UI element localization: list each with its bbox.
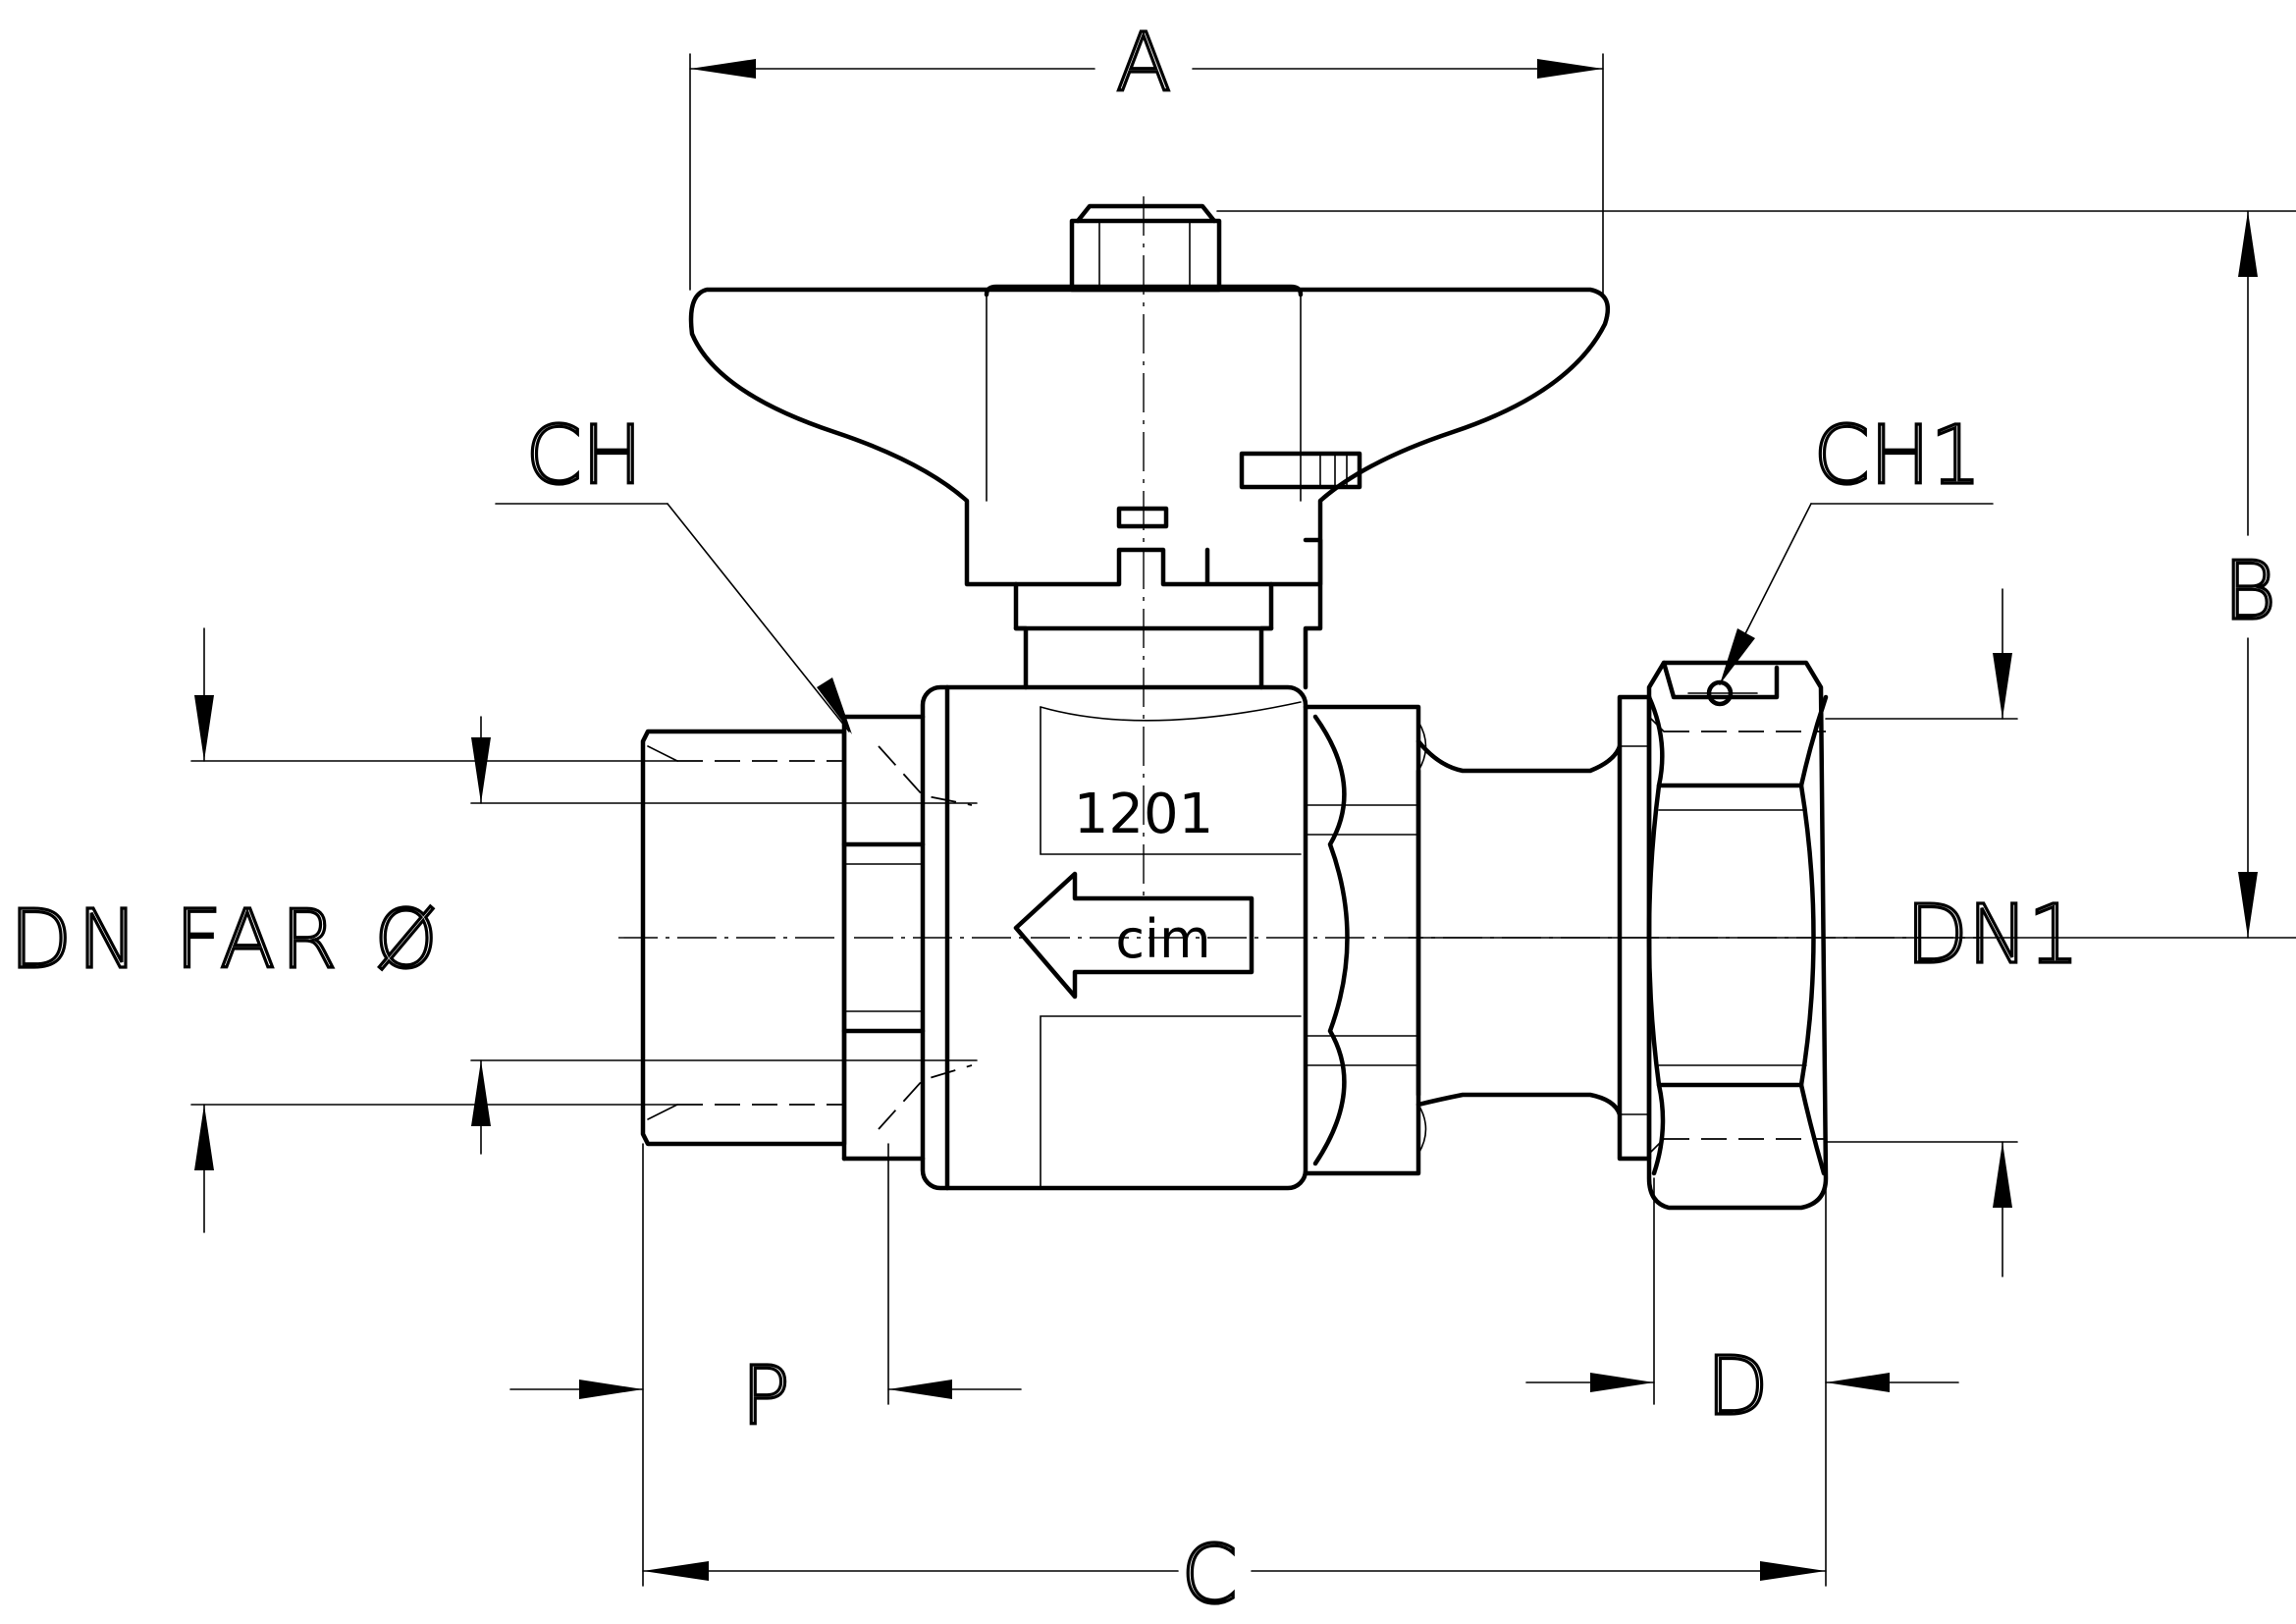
label-DN-FAR: DN FAR Ø (10, 893, 444, 987)
label-CH: CH (526, 409, 643, 503)
male-threaded-end (640, 714, 973, 1162)
model-number-marking: 1201 (1074, 783, 1214, 846)
dimension-DN-left (190, 627, 678, 1233)
body-right-section (1303, 704, 1427, 1176)
leader-CH (495, 503, 852, 734)
label-B: B (2223, 545, 2276, 638)
label-A: A (1116, 17, 1171, 110)
leader-CH1 (1719, 503, 1994, 685)
label-DN1: DN1 (1906, 889, 2080, 982)
dimension-P (509, 1143, 1022, 1405)
union-hex-nut (1646, 660, 1829, 1211)
dimension-D (1525, 1177, 1959, 1405)
label-P: P (741, 1350, 789, 1443)
label-C: C (1181, 1529, 1237, 1622)
dimension-A (689, 53, 1604, 296)
dimension-DN1 (1825, 588, 2018, 1277)
neck-section (1415, 694, 1652, 1162)
butterfly-handle (688, 284, 1611, 587)
handle-nut (1069, 203, 1222, 293)
dimension-C (642, 1143, 1827, 1587)
label-D: D (1706, 1340, 1768, 1434)
label-CH1: CH1 (1813, 409, 1981, 503)
valve-body (920, 684, 1308, 1191)
dimension-B (1216, 210, 2296, 939)
dimension-inner-left (470, 716, 978, 1155)
valve-stem (1013, 537, 1323, 690)
brand-marking: cim (1115, 908, 1210, 970)
